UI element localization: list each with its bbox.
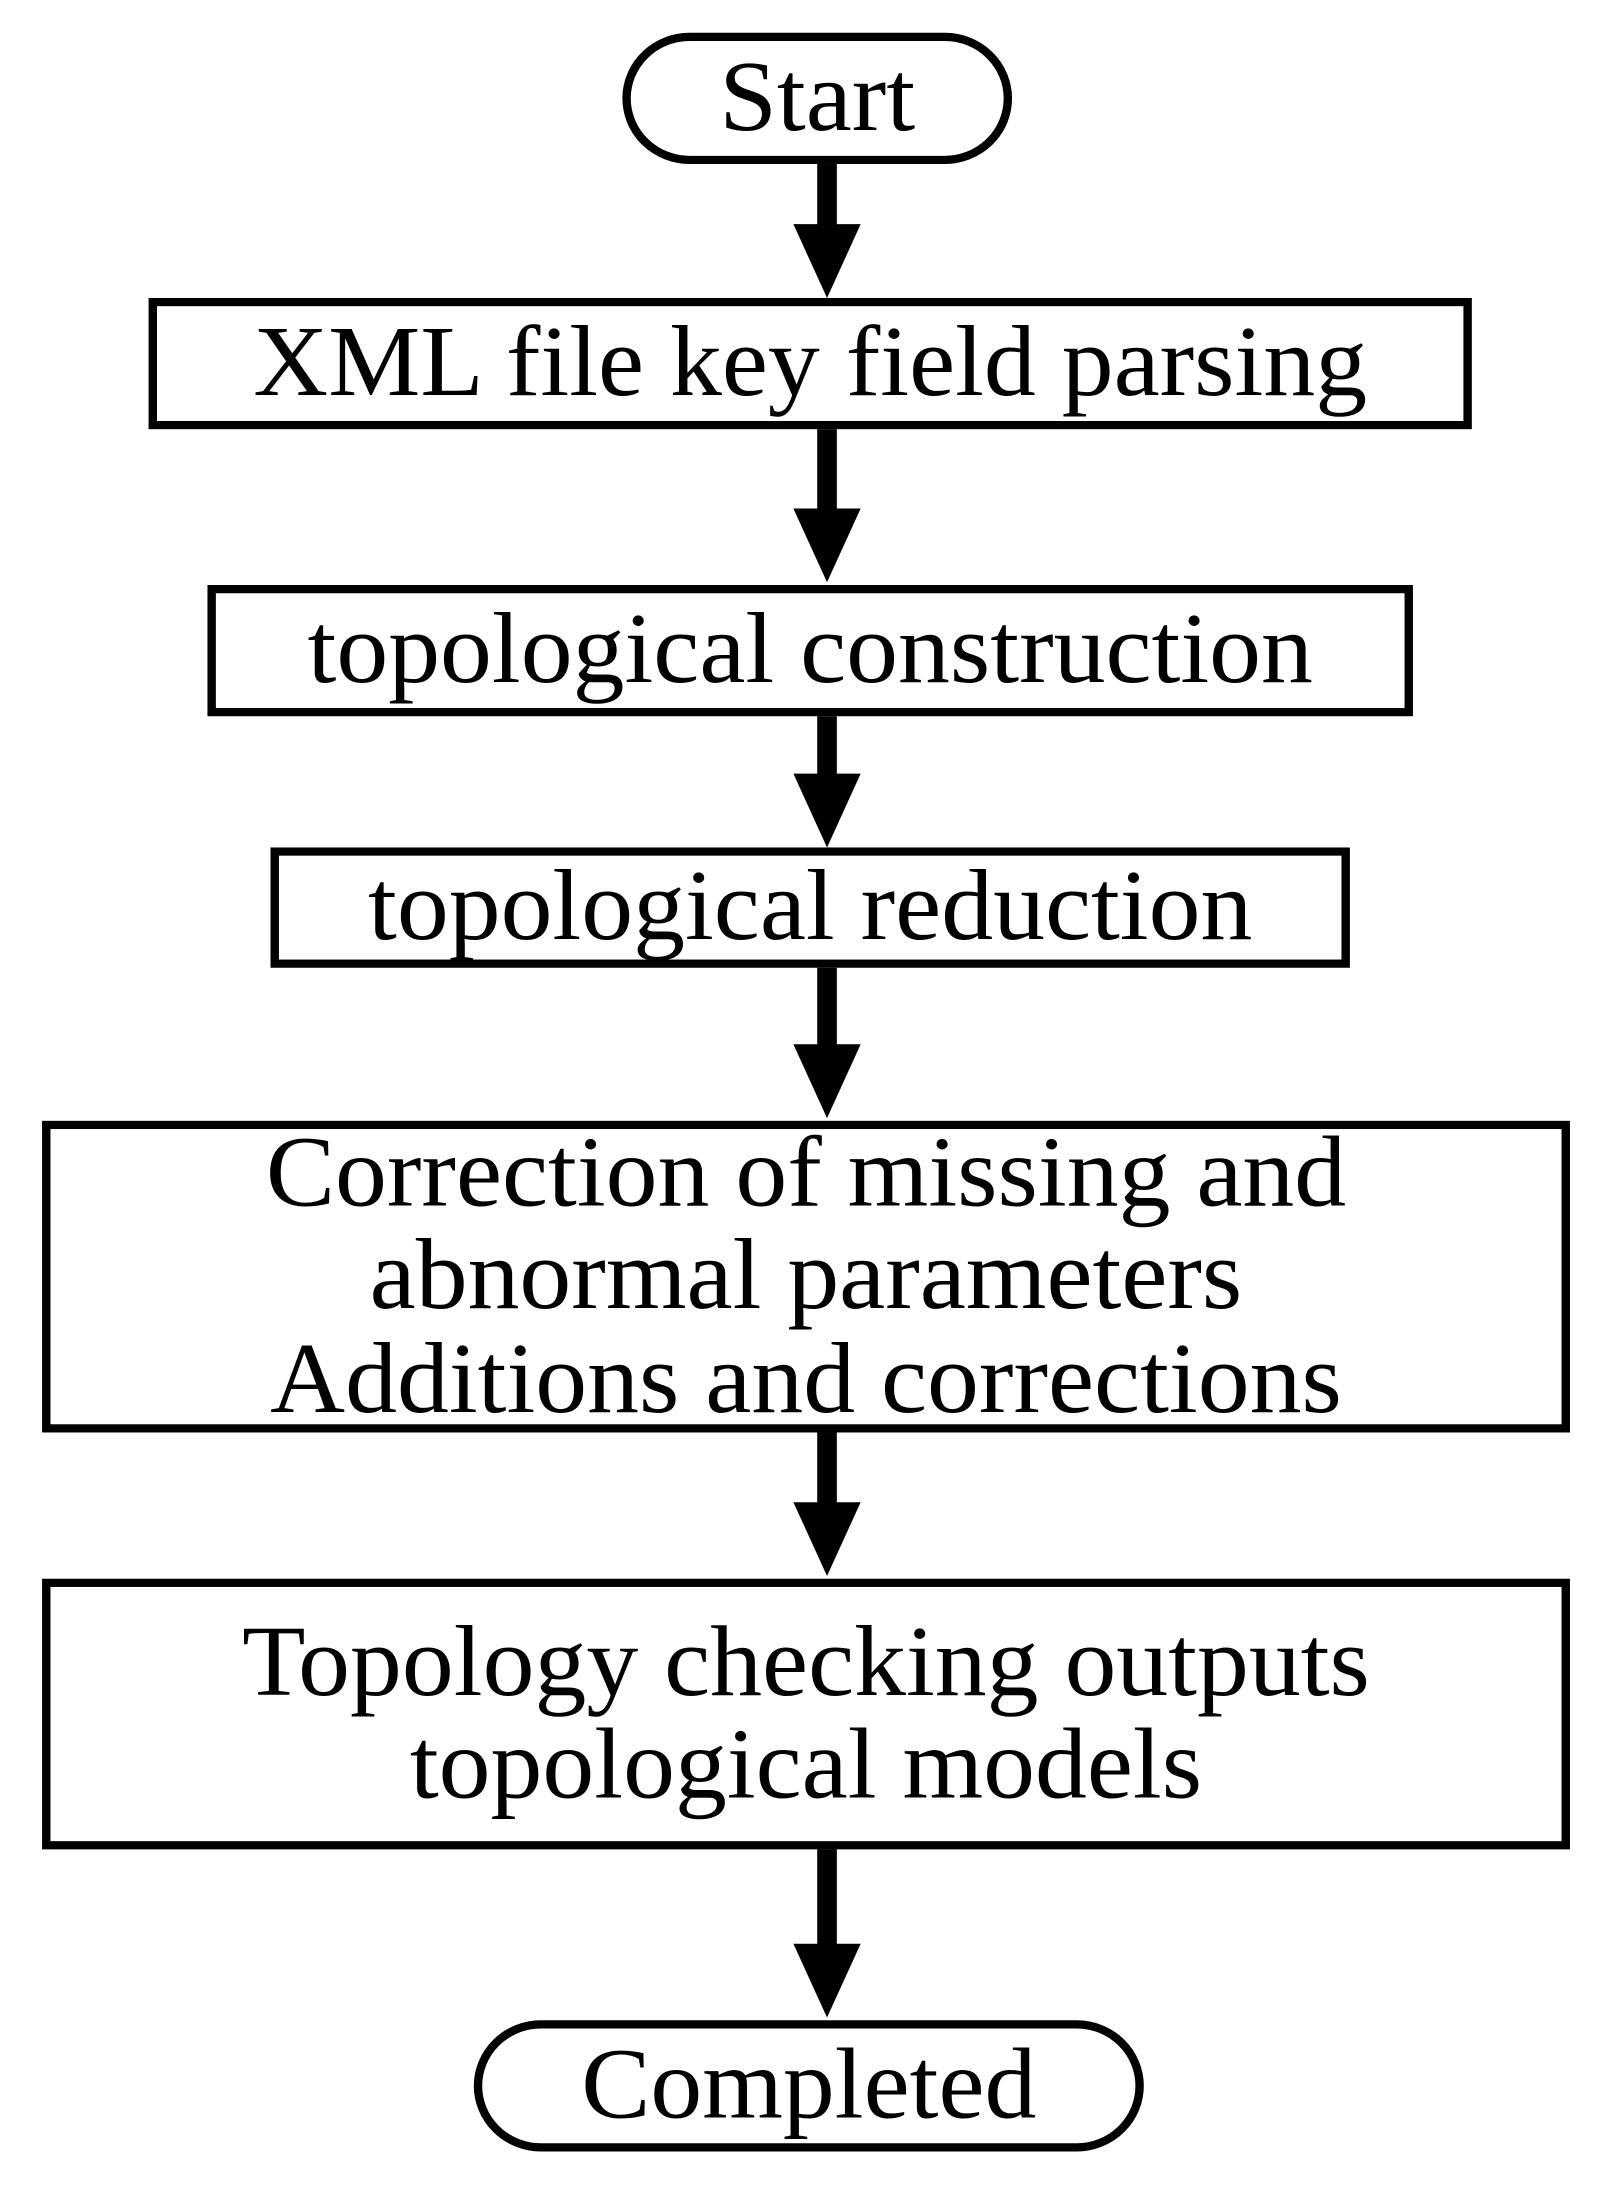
edge-line	[817, 1432, 837, 1508]
arrowhead-icon	[793, 773, 861, 848]
arrowhead-icon	[793, 1044, 861, 1119]
edge-topological-reduction-to-correction	[793, 967, 861, 1121]
edge-topology-check-to-completed	[793, 1849, 861, 2020]
arrowhead-icon	[793, 224, 861, 298]
node-topological-construction[interactable]: topological construction	[207, 585, 1413, 717]
node-correction-of-missing-and-abnormal-parameters[interactable]: Correction of missing and abnormal param…	[42, 1121, 1570, 1433]
node-correction-label: Correction of missing and abnormal param…	[265, 1116, 1347, 1435]
edge-line	[817, 716, 837, 780]
edge-line	[817, 967, 837, 1050]
node-start[interactable]: Start	[622, 32, 1013, 165]
arrowhead-icon	[793, 1502, 861, 1577]
edge-correction-to-topology-check	[793, 1432, 861, 1578]
edge-xml-parse-to-topological-construction	[793, 429, 861, 585]
node-completed[interactable]: Completed	[473, 2020, 1144, 2152]
node-completed-label: Completed	[581, 2028, 1037, 2141]
node-topological-reduction-label: topological reduction	[368, 850, 1253, 963]
node-topological-construction-label: topological construction	[307, 593, 1313, 706]
node-topology-checking-outputs[interactable]: Topology checking outputs topological mo…	[42, 1578, 1570, 1850]
edge-line	[817, 429, 837, 514]
node-xml-file-key-field-parsing-label: XML file key field parsing	[253, 306, 1368, 419]
node-topology-checking-outputs-label: Topology checking outputs topological mo…	[242, 1605, 1370, 1821]
arrowhead-icon	[793, 508, 861, 583]
edge-topological-construction-to-topological-reduction	[793, 716, 861, 848]
edge-line	[817, 1849, 837, 1950]
node-topological-reduction[interactable]: topological reduction	[270, 847, 1350, 968]
arrowhead-icon	[793, 1943, 861, 2018]
node-start-label: Start	[719, 41, 916, 154]
edge-start-to-xml-parse	[793, 164, 861, 298]
node-xml-file-key-field-parsing[interactable]: XML file key field parsing	[148, 297, 1472, 430]
edge-line	[817, 164, 837, 230]
